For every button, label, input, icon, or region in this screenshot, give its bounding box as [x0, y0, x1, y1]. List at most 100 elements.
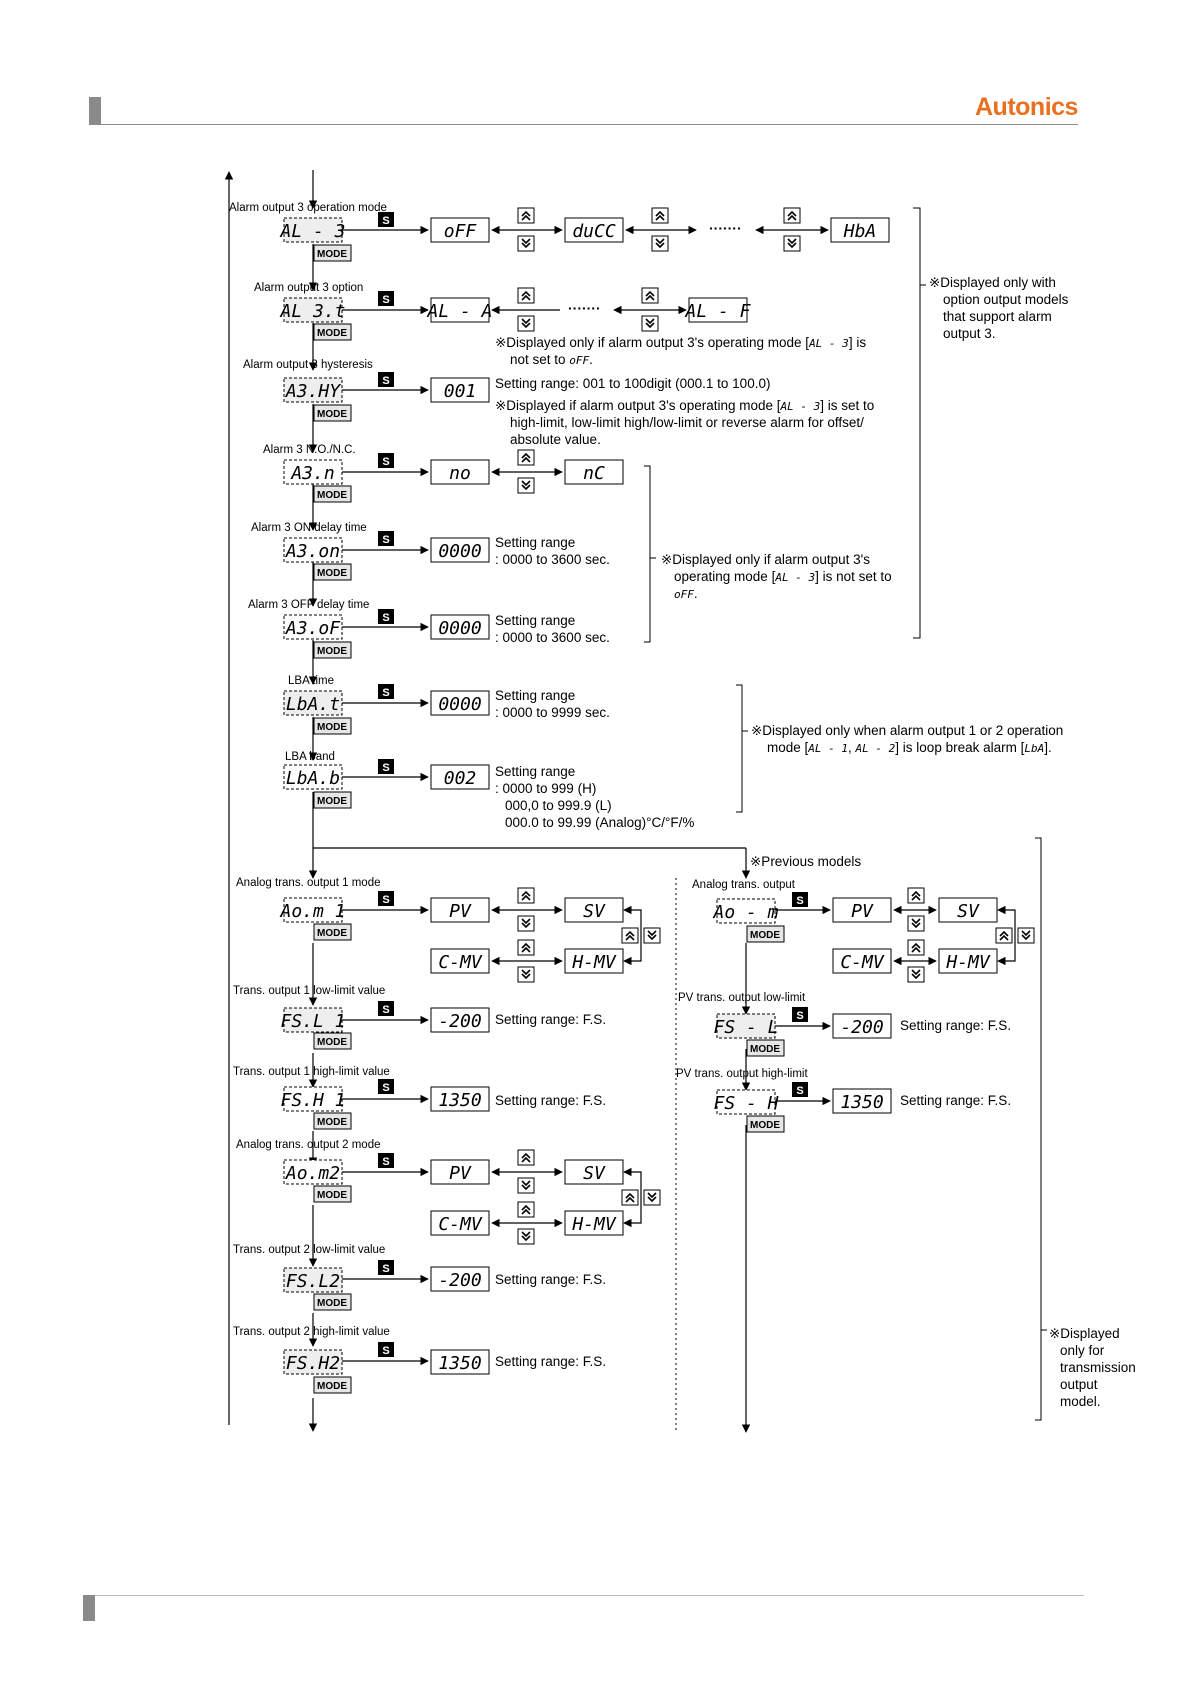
header-bar — [89, 97, 101, 125]
value-display — [564, 1159, 624, 1185]
set-key[interactable] — [378, 453, 394, 468]
down-key[interactable] — [1017, 927, 1035, 944]
svg-text:S: S — [796, 895, 803, 907]
up-key[interactable] — [651, 207, 669, 224]
set-key[interactable] — [378, 1001, 394, 1016]
up-key[interactable] — [621, 927, 639, 944]
param-code: A3.on — [285, 541, 340, 562]
up-key[interactable] — [783, 207, 801, 224]
set-key[interactable] — [378, 684, 394, 699]
up-key[interactable] — [517, 207, 535, 224]
svg-text:Setting range: Setting range — [495, 613, 575, 628]
down-key[interactable] — [517, 477, 535, 494]
value-display — [938, 897, 998, 923]
down-key[interactable] — [643, 927, 661, 944]
down-key[interactable] — [517, 235, 535, 252]
note-al3t: ※Displayed only if alarm output 3's oper… — [495, 335, 866, 350]
svg-text:option output models: option output models — [943, 292, 1069, 307]
set-key[interactable] — [378, 1342, 394, 1357]
up-key[interactable] — [517, 939, 535, 956]
set-key[interactable] — [378, 891, 394, 906]
param-display-al3t — [283, 297, 343, 323]
set-key[interactable] — [378, 1153, 394, 1168]
down-key[interactable] — [517, 1228, 535, 1245]
set-key[interactable] — [378, 1079, 394, 1094]
set-key[interactable] — [378, 212, 394, 227]
mode-key[interactable]: MODE — [317, 1190, 347, 1201]
value-display — [430, 1266, 490, 1292]
up-key[interactable] — [995, 927, 1013, 944]
param-code: LbA.t — [286, 694, 340, 715]
value-display — [564, 1210, 624, 1236]
set-key[interactable] — [378, 291, 394, 306]
down-key[interactable] — [643, 1189, 661, 1206]
svg-text:1350: 1350 — [438, 1353, 481, 1374]
mode-key[interactable]: MODE — [750, 1044, 780, 1055]
mode-key[interactable]: MODE — [317, 328, 347, 339]
svg-text:Setting range: F.S.: Setting range: F.S. — [900, 1093, 1011, 1108]
mode-key[interactable]: MODE — [317, 568, 347, 579]
set-key[interactable] — [792, 1082, 808, 1097]
down-key[interactable] — [907, 966, 925, 983]
value-display — [832, 897, 892, 923]
mode-key[interactable]: MODE — [750, 930, 780, 941]
set-key[interactable] — [378, 609, 394, 624]
up-key[interactable] — [517, 449, 535, 466]
param-code: AL 3.t — [279, 301, 345, 322]
svg-text:high-limit, low-limit high/low: high-limit, low-limit high/low-limit or … — [510, 415, 864, 430]
down-key[interactable] — [517, 915, 535, 932]
down-key[interactable] — [783, 235, 801, 252]
mode-key[interactable]: MODE — [317, 722, 347, 733]
up-key[interactable] — [517, 887, 535, 904]
mode-key[interactable]: MODE — [317, 796, 347, 807]
up-key[interactable] — [907, 939, 925, 956]
up-key[interactable] — [517, 1201, 535, 1218]
down-key[interactable] — [641, 315, 659, 332]
svg-text:: 0000 to 3600 sec.: : 0000 to 3600 sec. — [495, 552, 610, 567]
up-key[interactable] — [621, 1189, 639, 1206]
set-key[interactable] — [378, 372, 394, 387]
svg-text:C-MV: C-MV — [840, 952, 885, 973]
set-key[interactable] — [792, 1007, 808, 1022]
up-key[interactable] — [641, 287, 659, 304]
down-key[interactable] — [517, 1177, 535, 1194]
param-label: Trans. output 2 high-limit value — [233, 1326, 390, 1338]
mode-key[interactable]: MODE — [317, 1298, 347, 1309]
down-key[interactable] — [651, 235, 669, 252]
svg-text:Setting range: Setting range — [495, 764, 575, 779]
value-display — [430, 459, 490, 485]
svg-text:S: S — [382, 1156, 389, 1168]
param-label: Alarm output 3 option — [254, 282, 363, 294]
mode-key[interactable]: MODE — [317, 1117, 347, 1128]
svg-text:: 0000 to 3600 sec.: : 0000 to 3600 sec. — [495, 630, 610, 645]
up-key[interactable] — [907, 887, 925, 904]
mode-key[interactable]: MODE — [317, 1381, 347, 1392]
mode-key[interactable]: MODE — [317, 490, 347, 501]
note-option-models: ※Displayed only with — [929, 275, 1056, 290]
svg-text:000,0 to 999.9 (L): 000,0 to 999.9 (L) — [505, 798, 612, 813]
mode-key[interactable]: MODE — [317, 928, 347, 939]
down-key[interactable] — [517, 966, 535, 983]
param-label: Trans. output 1 low-limit value — [233, 985, 385, 997]
down-key[interactable] — [907, 915, 925, 932]
range-text: Setting range: 001 to 100digit (000.1 to… — [495, 376, 770, 391]
value-display — [830, 217, 890, 243]
value-display — [832, 1088, 892, 1114]
param-label: Trans. output 2 low-limit value — [233, 1244, 385, 1256]
set-key[interactable] — [378, 759, 394, 774]
set-key[interactable] — [378, 531, 394, 546]
mode-key[interactable]: MODE — [317, 409, 347, 420]
value-display — [430, 690, 490, 716]
mode-key[interactable]: MODE — [750, 1120, 780, 1131]
svg-text:Setting range: F.S.: Setting range: F.S. — [900, 1018, 1011, 1033]
mode-key[interactable]: MODE — [317, 1037, 347, 1048]
mode-key[interactable]: MODE — [317, 249, 347, 260]
up-key[interactable] — [517, 1149, 535, 1166]
svg-text:S: S — [382, 762, 389, 774]
up-key[interactable] — [517, 287, 535, 304]
mode-key[interactable]: MODE — [317, 646, 347, 657]
down-key[interactable] — [517, 315, 535, 332]
set-key[interactable] — [378, 1260, 394, 1275]
set-key[interactable] — [792, 892, 808, 907]
svg-text:model.: model. — [1060, 1394, 1101, 1409]
